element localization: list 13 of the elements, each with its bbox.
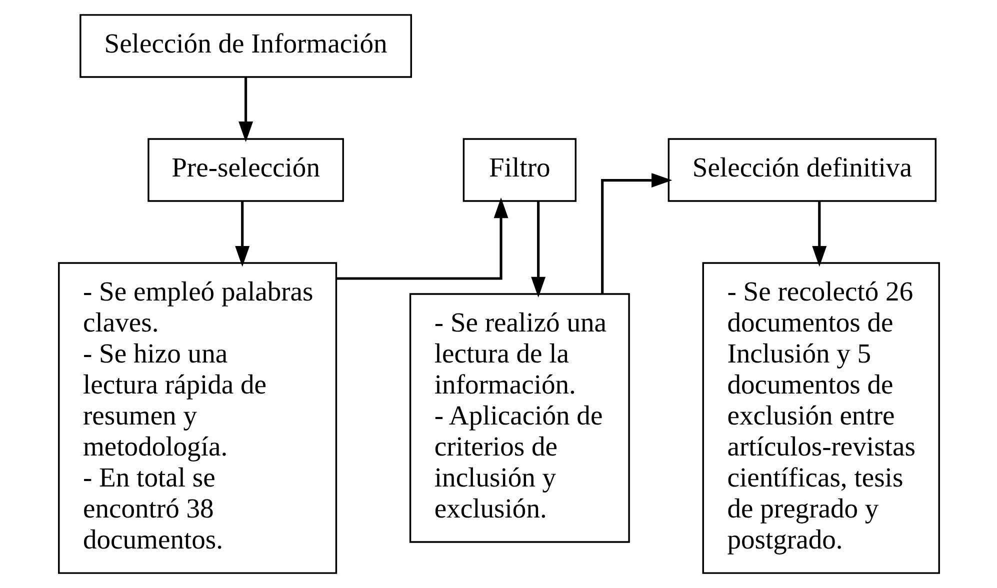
node-box: Selección de Información (79, 14, 412, 78)
arrow (234, 201, 250, 267)
node-box: - Se recolectó 26 documentos de Inclusión y 5 documentos de exclusión entre artículos-revistas científicas, tesis de pregrado y postgrado. (702, 262, 940, 574)
node-box: Filtro (462, 138, 576, 202)
arrow (812, 201, 826, 267)
arrow (336, 197, 508, 280)
node-box: Selección definitiva (667, 138, 936, 202)
arrow (238, 77, 253, 142)
node-box: - Se empleó palabras claves. - Se hizo una lectura rápida de resumen y metodología. - En total se encontró 38 documentos. (58, 262, 337, 574)
node-box: - Se realizó una lectura de la información. - Aplicación de criterios de inclusión y exclusión. (408, 293, 630, 543)
arrow (600, 173, 672, 294)
arrow (530, 201, 546, 298)
node-box: Pre-selección (147, 138, 344, 202)
